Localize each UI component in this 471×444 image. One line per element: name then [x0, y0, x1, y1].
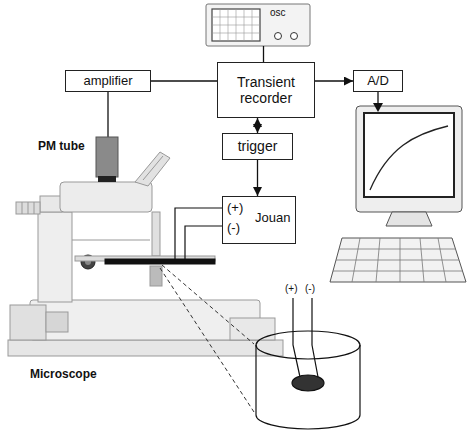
node-text: trigger	[238, 138, 278, 154]
connector	[263, 46, 264, 62]
amplifier-box: amplifier	[65, 70, 151, 92]
connector	[315, 80, 353, 81]
electrode-wires	[175, 208, 222, 259]
electrode-label: (+)	[285, 283, 298, 295]
node-text: Transient recorder	[222, 74, 310, 106]
computer-drawing	[330, 92, 466, 282]
oscilloscope-device	[206, 4, 310, 46]
connector	[257, 160, 258, 196]
pm-tube-drawing	[96, 137, 118, 182]
node-text: (-)	[227, 221, 240, 236]
node-text: osc	[270, 7, 286, 19]
electrode-label: (-)	[305, 283, 315, 295]
node-text: A/D	[367, 74, 389, 89]
microscope-drawing	[8, 152, 283, 356]
connector	[257, 118, 258, 133]
node-text: amplifier	[83, 74, 132, 89]
recorder-box: Transient recorder	[217, 62, 315, 118]
node-text: Jouan	[255, 211, 290, 226]
node-text: (+)	[227, 201, 243, 216]
stimulator-box: (+) (-) Jouan	[222, 196, 296, 244]
trigger-box: trigger	[222, 133, 293, 160]
connector	[151, 80, 217, 81]
pm-tube-wire	[108, 92, 109, 137]
inset-leader	[160, 265, 254, 412]
oscilloscope: osc	[206, 4, 310, 46]
part-label: PM tube	[38, 140, 85, 154]
converter-box: A/D	[353, 70, 403, 92]
part-label: Microscope	[30, 368, 97, 382]
dish-inset	[256, 298, 360, 429]
